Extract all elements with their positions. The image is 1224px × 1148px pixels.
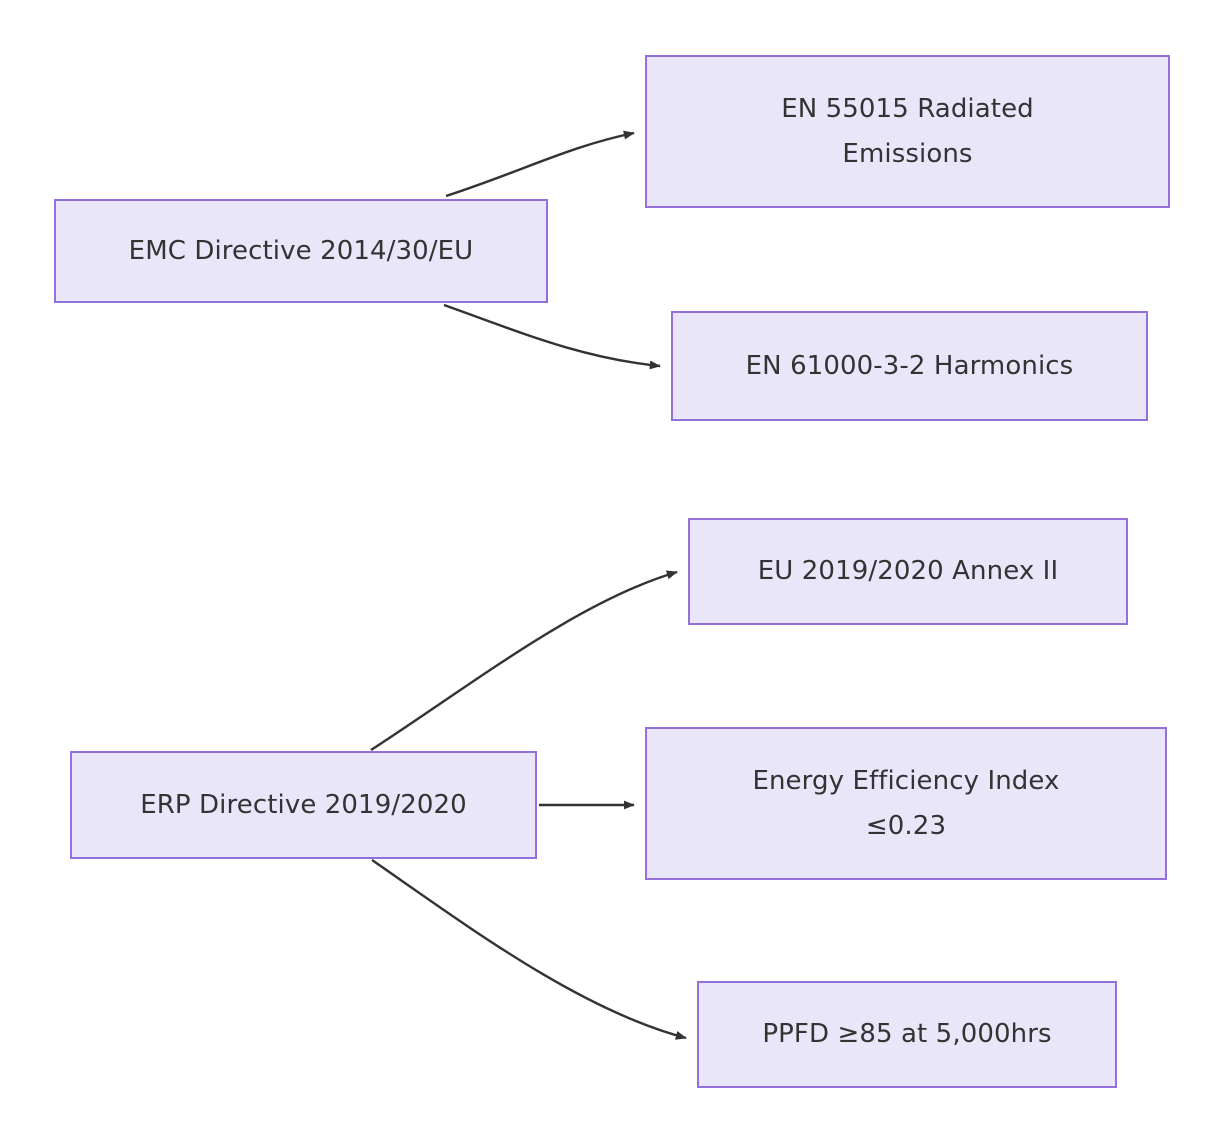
node-label: EU 2019/2020 Annex II <box>757 556 1059 586</box>
node-emc-directive[interactable]: EMC Directive 2014/30/EU <box>54 199 548 303</box>
node-label: Energy Efficiency Index ≤0.23 <box>752 765 1060 841</box>
node-energy-efficiency-index[interactable]: Energy Efficiency Index ≤0.23 <box>645 727 1167 880</box>
node-label: EN 61000-3-2 Harmonics <box>745 350 1074 381</box>
node-label: EMC Directive 2014/30/EU <box>128 235 474 266</box>
node-erp-directive[interactable]: ERP Directive 2019/2020 <box>70 751 537 859</box>
edge-erp-to-ppfd <box>371 859 687 1040</box>
node-eu-annex-ii[interactable]: EU 2019/2020 Annex II <box>688 518 1128 625</box>
node-en-55015[interactable]: EN 55015 Radiated Emissions <box>645 55 1170 208</box>
edge-erp-to-annex <box>370 570 678 752</box>
node-label: EN 55015 Radiated Emissions <box>781 93 1034 169</box>
edge-emc-to-en61000 <box>443 303 661 370</box>
node-label: PPFD ≥85 at 5,000hrs <box>762 1019 1052 1049</box>
edge-emc-to-en55015 <box>445 130 635 198</box>
node-ppfd-maintenance[interactable]: PPFD ≥85 at 5,000hrs <box>697 981 1117 1088</box>
node-label: ERP Directive 2019/2020 <box>140 789 467 820</box>
node-en-61000-3-2[interactable]: EN 61000-3-2 Harmonics <box>671 311 1148 421</box>
